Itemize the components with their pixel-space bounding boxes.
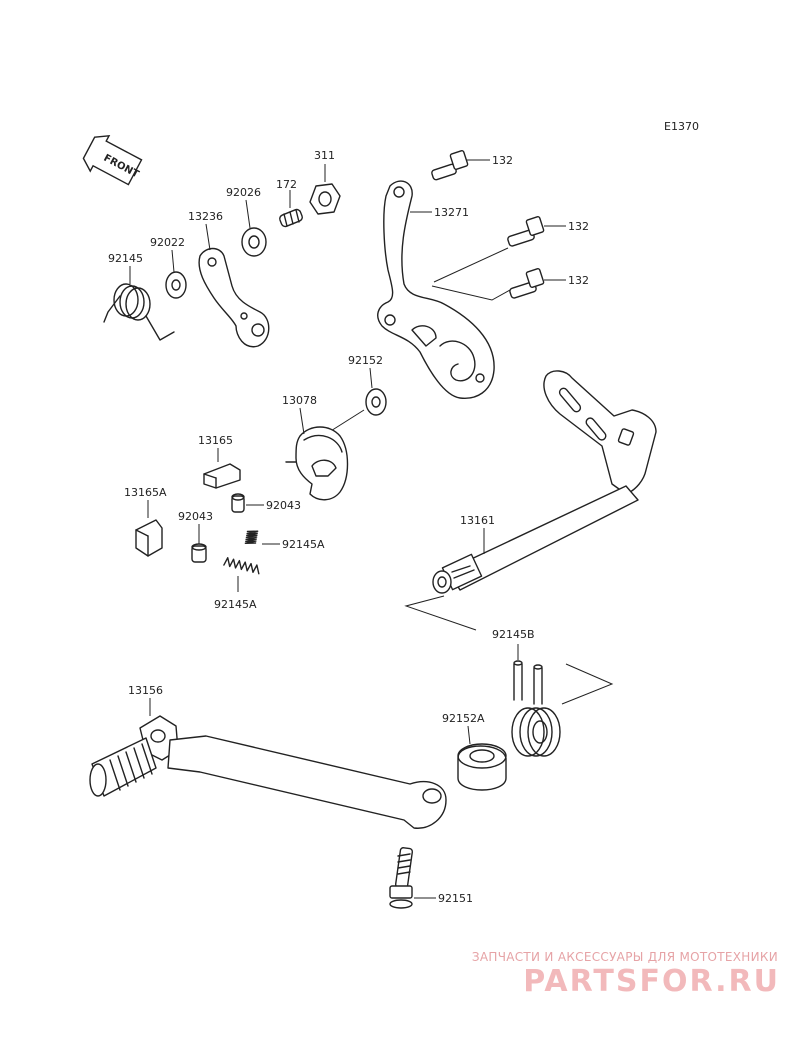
label-92022: 92022 <box>150 236 185 249</box>
pawl-13165: 13165 <box>198 434 241 489</box>
pin-92043-upper: 92043 <box>231 493 301 513</box>
label-132-top: 132 <box>492 154 513 167</box>
label-13165A: 13165A <box>124 486 167 499</box>
bolt-132-bottom: 132 <box>509 268 589 299</box>
nut-311: 311 <box>309 149 341 215</box>
washer-92022: 92022 <box>150 236 187 299</box>
pedal-13156: 13156 <box>89 684 447 829</box>
diagram-code: E1370 <box>664 120 699 133</box>
label-13156: 13156 <box>128 684 163 697</box>
washer-92026: 92026 <box>226 186 267 257</box>
label-92145A-upper: 92145A <box>282 538 325 551</box>
pawl-13165A: 13165A <box>124 486 167 557</box>
label-13161: 13161 <box>460 514 495 527</box>
bolt-92151: 92151 <box>389 847 473 909</box>
bolt-132-middle: 132 <box>507 216 589 247</box>
label-92026: 92026 <box>226 186 261 199</box>
label-92145B: 92145B <box>492 628 535 641</box>
label-92043-upper: 92043 <box>266 499 301 512</box>
bolt-132-top: 132 <box>431 150 513 181</box>
watermark-tagline: ЗАПЧАСТИ И АКСЕССУАРЫ ДЛЯ МОТОТЕХНИКИ <box>471 950 778 964</box>
shaft-13161: 13161 <box>404 370 657 631</box>
label-13165: 13165 <box>198 434 233 447</box>
watermark-logo: PARTSFOR.RU <box>523 964 780 999</box>
bracket-13271: 13271 <box>377 180 511 399</box>
pin-92043-lower: 92043 <box>178 510 213 563</box>
label-92152: 92152 <box>348 354 383 367</box>
label-92151: 92151 <box>438 892 473 905</box>
label-311: 311 <box>314 149 335 162</box>
front-arrow-icon: FRONT <box>82 134 143 186</box>
label-92145: 92145 <box>108 252 143 265</box>
stud-172: 172 <box>276 178 303 228</box>
lever-13236: 13236 <box>188 210 270 348</box>
label-13236: 13236 <box>188 210 223 223</box>
label-92145A-lower: 92145A <box>214 598 257 611</box>
spring-92145A-upper: 92145A <box>244 530 325 551</box>
label-172: 172 <box>276 178 297 191</box>
spring-92145B: 92145B <box>492 628 614 757</box>
collar-92152A: 92152A <box>442 712 507 791</box>
label-13078: 13078 <box>282 394 317 407</box>
spring-92145A-lower: 92145A <box>214 557 260 611</box>
label-13271: 13271 <box>434 206 469 219</box>
washer-92152: 92152 <box>325 354 387 435</box>
label-132-bottom: 132 <box>568 274 589 287</box>
drum-13078: 13078 <box>282 394 349 501</box>
label-92043-lower: 92043 <box>178 510 213 523</box>
spring-92145: 92145 <box>103 252 175 341</box>
label-92152A: 92152A <box>442 712 485 725</box>
label-132-middle: 132 <box>568 220 589 233</box>
